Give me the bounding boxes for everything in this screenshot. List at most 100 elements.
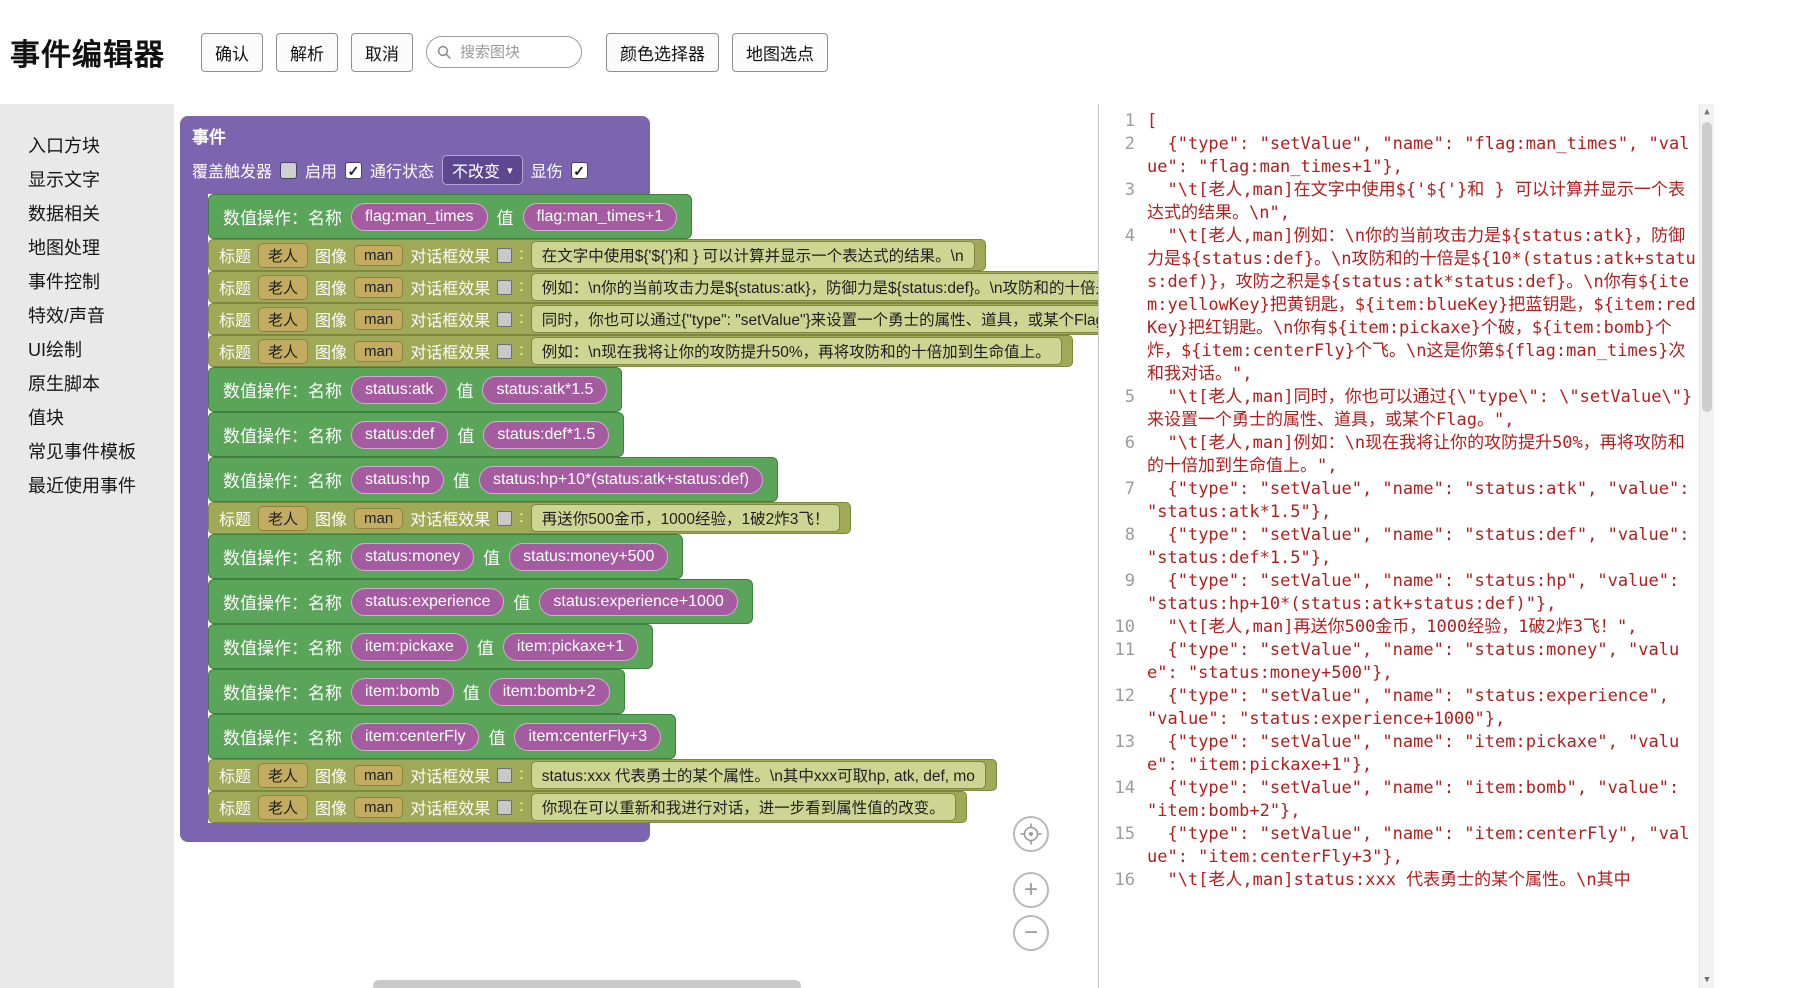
map-pick-button[interactable]: 地图选点 bbox=[732, 32, 828, 72]
text-content-field[interactable]: status:xxx 代表勇士的某个属性。\n其中xxx可取hp, atk, d… bbox=[530, 761, 986, 789]
text-effect-label: 对话框效果 bbox=[410, 313, 491, 330]
setvalue-value-field[interactable]: status:experience+1000 bbox=[539, 587, 738, 616]
horizontal-scrollbar[interactable] bbox=[373, 980, 801, 988]
text-effect-checkbox[interactable] bbox=[497, 343, 513, 359]
setvalue-block[interactable]: 数值操作：名称 item:pickaxe 值 item:pickaxe+1 bbox=[208, 624, 654, 669]
parse-button[interactable]: 解析 bbox=[276, 32, 338, 72]
setvalue-block[interactable]: 数值操作：名称 status:experience 值 status:exper… bbox=[208, 579, 753, 624]
text-block[interactable]: 标题 老人 图像 man 对话框效果 : 你现在可以重新和我进行对话，进一步看到… bbox=[208, 791, 967, 823]
setvalue-name-field[interactable]: status:money bbox=[351, 542, 475, 571]
confirm-button[interactable]: 确认 bbox=[201, 32, 263, 72]
text-image-field[interactable]: man bbox=[354, 507, 404, 529]
blockly-workspace[interactable]: 事件 覆盖触发器 启用 ✓ 通行状态 不改变 ▾ 显伤 ✓ bbox=[174, 104, 1098, 988]
text-title-field[interactable]: 老人 bbox=[258, 505, 309, 531]
zoom-out-button[interactable]: − bbox=[1013, 915, 1049, 951]
pass-state-dropdown[interactable]: 不改变 ▾ bbox=[442, 155, 523, 185]
text-content-field[interactable]: 同时，你也可以通过{"type": "setValue"}来设置一个勇士的属性、… bbox=[530, 305, 1098, 333]
toolbox-item-10[interactable]: 常见事件模板 bbox=[28, 442, 136, 462]
text-image-field[interactable]: man bbox=[354, 796, 404, 818]
text-effect-checkbox[interactable] bbox=[497, 799, 513, 815]
toolbox-item-8[interactable]: 原生脚本 bbox=[28, 374, 100, 394]
text-image-field[interactable]: man bbox=[354, 340, 404, 362]
text-image-field[interactable]: man bbox=[354, 244, 404, 266]
scroll-up-icon[interactable]: ▲ bbox=[1704, 107, 1710, 117]
setvalue-block[interactable]: 数值操作：名称 item:centerFly 值 item:centerFly+… bbox=[208, 714, 677, 759]
setvalue-name-field[interactable]: status:def bbox=[351, 420, 449, 449]
text-block[interactable]: 标题 老人 图像 man 对话框效果 : 在文字中使用${'${'}和 } 可以… bbox=[208, 239, 986, 271]
setvalue-block[interactable]: 数值操作：名称 item:bomb 值 item:bomb+2 bbox=[208, 669, 625, 714]
setvalue-block[interactable]: 数值操作：名称 status:money 值 status:money+500 bbox=[208, 534, 684, 579]
setvalue-value-field[interactable]: item:pickaxe+1 bbox=[502, 632, 639, 661]
text-content-field[interactable]: 再送你500金币，1000经验，1破2炸3飞！ bbox=[530, 504, 841, 532]
setvalue-block[interactable]: 数值操作：名称 status:hp 值 status:hp+10*(status… bbox=[208, 457, 779, 502]
text-effect-checkbox[interactable] bbox=[497, 247, 513, 263]
setvalue-value-field[interactable]: flag:man_times+1 bbox=[522, 202, 678, 231]
override-trigger-checkbox[interactable] bbox=[280, 161, 298, 179]
text-title-field[interactable]: 老人 bbox=[258, 306, 309, 332]
setvalue-block[interactable]: 数值操作：名称 status:def 值 status:def*1.5 bbox=[208, 412, 625, 457]
toolbox-item-1[interactable]: 入口方块 bbox=[28, 136, 100, 156]
setvalue-value-field[interactable]: status:def*1.5 bbox=[483, 420, 610, 449]
setvalue-value-field[interactable]: item:bomb+2 bbox=[488, 677, 610, 706]
text-block[interactable]: 标题 老人 图像 man 对话框效果 : 例如：\n现在我将让你的攻防提升50%… bbox=[208, 335, 1073, 367]
text-block[interactable]: 标题 老人 图像 man 对话框效果 : 例如：\n你的当前攻击力是${stat… bbox=[208, 271, 1098, 303]
setvalue-value-field[interactable]: status:atk*1.5 bbox=[482, 375, 608, 404]
setvalue-name-field[interactable]: flag:man_times bbox=[351, 202, 488, 231]
toolbox-item-5[interactable]: 事件控制 bbox=[28, 272, 100, 292]
setvalue-name-field[interactable]: status:experience bbox=[351, 587, 505, 616]
toolbox-item-11[interactable]: 最近使用事件 bbox=[28, 476, 136, 496]
toolbox-item-7[interactable]: UI绘制 bbox=[28, 340, 82, 360]
enable-checkbox[interactable]: ✓ bbox=[345, 161, 363, 179]
text-title-field[interactable]: 老人 bbox=[258, 762, 309, 788]
toolbox-item-6[interactable]: 特效/声音 bbox=[28, 306, 106, 326]
setvalue-name-field[interactable]: status:hp bbox=[351, 465, 444, 494]
cancel-button[interactable]: 取消 bbox=[351, 32, 413, 72]
text-title-field[interactable]: 老人 bbox=[258, 338, 309, 364]
code-text: "\t[老人,man]在文字中使用${'${'}和 } 可以计算并显示一个表达式… bbox=[1147, 180, 1685, 223]
text-content-field[interactable]: 你现在可以重新和我进行对话，进一步看到属性值的改变。 bbox=[530, 793, 956, 821]
toolbox-item-4[interactable]: 地图处理 bbox=[28, 238, 100, 258]
toolbox-item-3[interactable]: 数据相关 bbox=[28, 204, 100, 224]
text-content-field[interactable]: 例如：\n你的当前攻击力是${status:atk}，防御力是${status:… bbox=[530, 273, 1098, 301]
text-content-field[interactable]: 例如：\n现在我将让你的攻防提升50%，再将攻防和的十倍加到生命值上。 bbox=[530, 337, 1062, 365]
setvalue-name-field[interactable]: item:bomb bbox=[351, 677, 454, 706]
text-title-field[interactable]: 老人 bbox=[258, 794, 309, 820]
text-title-field[interactable]: 老人 bbox=[258, 242, 309, 268]
text-image-field[interactable]: man bbox=[354, 308, 404, 330]
setvalue-value-field[interactable]: item:centerFly+3 bbox=[514, 722, 662, 751]
text-effect-checkbox[interactable] bbox=[497, 510, 513, 526]
setvalue-name-field[interactable]: item:centerFly bbox=[351, 722, 480, 751]
text-content-field[interactable]: 在文字中使用${'${'}和 } 可以计算并显示一个表达式的结果。\n bbox=[530, 241, 975, 269]
text-block[interactable]: 标题 老人 图像 man 对话框效果 : status:xxx 代表勇士的某个属… bbox=[208, 759, 997, 791]
zoom-in-button[interactable]: + bbox=[1013, 872, 1049, 908]
setvalue-block[interactable]: 数值操作：名称 status:atk 值 status:atk*1.5 bbox=[208, 367, 623, 412]
text-effect-checkbox[interactable] bbox=[497, 311, 513, 327]
text-image-field[interactable]: man bbox=[354, 764, 404, 786]
zoom-reset-button[interactable] bbox=[1013, 816, 1049, 852]
color-picker-button[interactable]: 颜色选择器 bbox=[606, 32, 719, 72]
scrollbar-thumb[interactable] bbox=[1702, 122, 1712, 412]
event-block[interactable]: 事件 覆盖触发器 启用 ✓ 通行状态 不改变 ▾ 显伤 ✓ bbox=[180, 116, 1098, 842]
search-input[interactable] bbox=[458, 42, 572, 62]
text-effect-checkbox[interactable] bbox=[497, 767, 513, 783]
text-title-field[interactable]: 老人 bbox=[258, 274, 309, 300]
event-block-header[interactable]: 事件 覆盖触发器 启用 ✓ 通行状态 不改变 ▾ 显伤 ✓ bbox=[180, 116, 650, 194]
search-box[interactable] bbox=[426, 36, 582, 68]
toolbox-item-2[interactable]: 显示文字 bbox=[28, 170, 100, 190]
scroll-down-icon[interactable]: ▼ bbox=[1704, 975, 1710, 985]
display-damage-checkbox[interactable]: ✓ bbox=[570, 161, 588, 179]
code-editor[interactable]: 1[2 {"type": "setValue", "name": "flag:m… bbox=[1098, 104, 1714, 988]
text-effect-checkbox[interactable] bbox=[497, 279, 513, 295]
setvalue-name-field[interactable]: item:pickaxe bbox=[351, 632, 468, 661]
setvalue-name-field[interactable]: status:atk bbox=[351, 375, 448, 404]
text-block[interactable]: 标题 老人 图像 man 对话框效果 : 再送你500金币，1000经验，1破2… bbox=[208, 502, 852, 534]
setvalue-name-label: 数值操作：名称 bbox=[223, 684, 342, 703]
text-block[interactable]: 标题 老人 图像 man 对话框效果 : 同时，你也可以通过{"type": "… bbox=[208, 303, 1098, 335]
code-line: 5 "\t[老人,man]同时，你也可以通过{\"type\": \"setVa… bbox=[1105, 386, 1697, 432]
setvalue-value-field[interactable]: status:money+500 bbox=[509, 542, 669, 571]
text-image-field[interactable]: man bbox=[354, 276, 404, 298]
setvalue-value-field[interactable]: status:hp+10*(status:atk+status:def) bbox=[478, 465, 764, 494]
vertical-scrollbar[interactable]: ▲ ▼ bbox=[1699, 104, 1714, 988]
toolbox-item-9[interactable]: 值块 bbox=[28, 408, 64, 428]
setvalue-block[interactable]: 数值操作：名称 flag:man_times 值 flag:man_times+… bbox=[208, 194, 693, 239]
